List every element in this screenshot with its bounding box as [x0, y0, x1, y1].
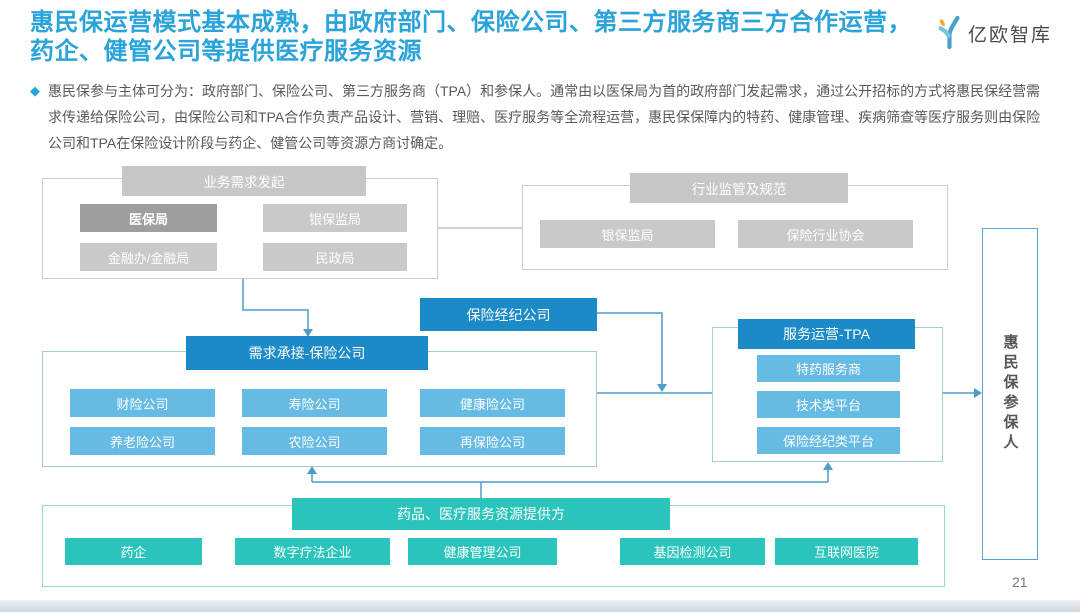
page-title: 惠民保运营模式基本成熟，由政府部门、保险公司、第三方服务商三方合作运营，药企、健… — [30, 9, 912, 66]
demand-group-header: 业务需求发起 — [122, 166, 366, 196]
diamond-bullet-icon: ◆ — [30, 83, 40, 98]
tpa-item-jingji: 保险经纪类平台 — [757, 427, 900, 454]
intro-paragraph: ◆ 惠民保参与主体可分为：政府部门、保险公司、第三方服务商（TPA）和参保人。通… — [30, 78, 1052, 156]
tpa-group-header: 服务运营-TPA — [738, 319, 915, 349]
resource-group-header: 药品、医疗服务资源提供方 — [292, 498, 670, 530]
demand-item-minzhengju: 民政局 — [263, 243, 407, 271]
tpa-item-teyao: 特药服务商 — [757, 355, 900, 382]
insurer-item-yanglaoxian: 养老险公司 — [70, 427, 215, 455]
tpa-item-jishu: 技术类平台 — [757, 391, 900, 418]
insured-person-box: 惠民保参保人 — [982, 228, 1038, 560]
demand-item-jinrongban: 金融办/金融局 — [80, 243, 217, 271]
insurer-item-caixian: 财险公司 — [70, 389, 215, 417]
resource-item-hulianwang: 互联网医院 — [775, 538, 918, 565]
insurer-group-header: 需求承接-保险公司 — [186, 336, 428, 370]
insurer-item-jiankangxian: 健康险公司 — [420, 389, 565, 417]
brand-logo: 亿欧智库 — [934, 16, 1052, 50]
insured-person-label: 惠民保参保人 — [1001, 334, 1019, 454]
intro-text: 惠民保参与主体可分为：政府部门、保险公司、第三方服务商（TPA）和参保人。通常由… — [48, 83, 1041, 151]
demand-item-yinbaojianju: 银保监局 — [263, 204, 407, 232]
regulation-item-xiehui: 保险行业协会 — [738, 220, 913, 248]
regulation-item-yinbaojianju: 银保监局 — [540, 220, 715, 248]
brand-logo-y-icon — [938, 16, 960, 50]
bottom-edge-strip — [0, 600, 1080, 612]
insurer-item-zaibaoxian: 再保险公司 — [420, 427, 565, 455]
insurer-item-shouxian: 寿险公司 — [242, 389, 387, 417]
insurer-item-nongxian: 农险公司 — [242, 427, 387, 455]
page-number: 21 — [1012, 574, 1028, 590]
resource-item-yaoqi: 药企 — [65, 538, 202, 565]
resource-item-shuzi: 数字疗法企业 — [235, 538, 390, 565]
brand-logo-text: 亿欧智库 — [967, 24, 1052, 46]
broker-box: 保险经纪公司 — [420, 298, 597, 331]
resource-item-jiyin: 基因检测公司 — [620, 538, 765, 565]
regulation-group-header: 行业监管及规范 — [630, 173, 848, 203]
resource-item-jiankang: 健康管理公司 — [408, 538, 557, 565]
demand-item-yibaoju: 医保局 — [80, 204, 217, 232]
